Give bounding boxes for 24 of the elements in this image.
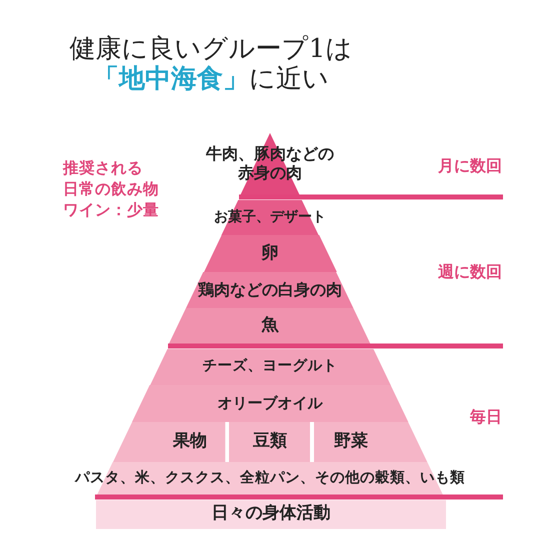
food-label: 魚 bbox=[261, 316, 278, 336]
drink-note: ワイン：少量 bbox=[63, 200, 159, 220]
food-label: 野菜 bbox=[334, 432, 368, 452]
food-label: チーズ、ヨーグルト bbox=[202, 358, 338, 376]
food-label: 卵 bbox=[261, 244, 278, 264]
drink-note: 推奨される bbox=[63, 158, 143, 178]
base-band bbox=[96, 500, 446, 528]
pyramid-tier bbox=[204, 235, 336, 272]
food-label: 豆類 bbox=[253, 432, 287, 452]
frequency-label: 毎日 bbox=[470, 407, 502, 427]
food-label: パスタ、米、クスクス、全粒パン、その他の穀類、いも類 bbox=[75, 470, 465, 487]
pyramid-tier bbox=[186, 272, 354, 308]
food-label: 鶏肉などの白身の肉 bbox=[198, 280, 342, 300]
food-label: 果物 bbox=[172, 432, 207, 452]
pyramid-tier bbox=[132, 385, 408, 422]
activity-label: 日々の身体活動 bbox=[212, 504, 330, 524]
drink-note: 日常の飲み物 bbox=[63, 179, 159, 199]
pyramid-tier bbox=[229, 422, 310, 462]
food-label: オリーブオイル bbox=[217, 394, 322, 412]
title: 健康に良いグループ1は「地中海食」に近い bbox=[68, 34, 354, 94]
frequency-label: 月に数回 bbox=[438, 156, 502, 176]
frequency-label: 週に数回 bbox=[438, 262, 502, 282]
pyramid-tier bbox=[169, 308, 371, 344]
pyramid-tier bbox=[150, 348, 390, 385]
